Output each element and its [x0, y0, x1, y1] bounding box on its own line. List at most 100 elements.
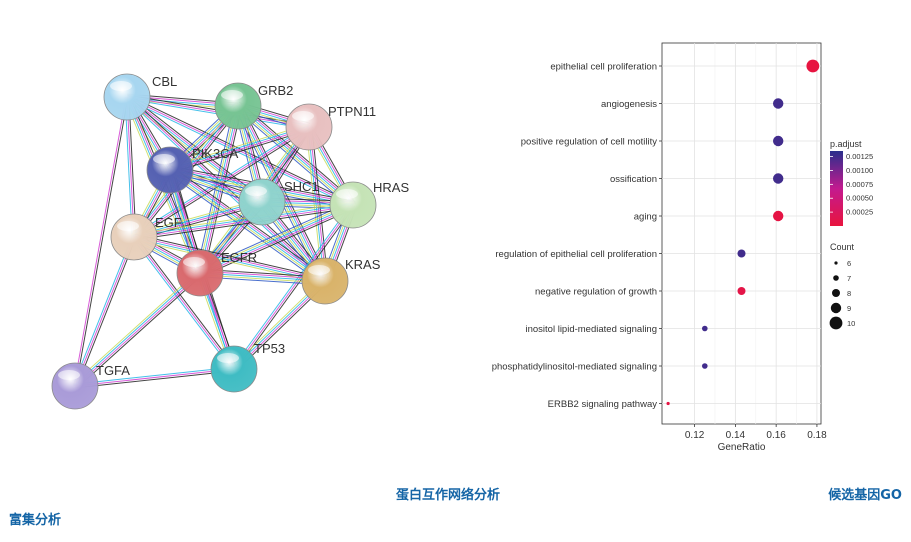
network-edge — [74, 366, 234, 385]
node-cbl[interactable]: CBL — [103, 73, 177, 121]
color-legend-label: 0.00050 — [846, 194, 873, 203]
network-edge — [134, 205, 354, 239]
network-edge — [133, 236, 235, 370]
node-label: CBL — [152, 74, 177, 89]
network-edge — [238, 104, 355, 204]
node-sphere — [214, 82, 262, 130]
node-grb2[interactable]: GRB2 — [214, 82, 293, 130]
size-legend-title: Count — [830, 242, 855, 252]
network-edge — [134, 207, 354, 241]
node-ptpn11[interactable]: PTPN11 — [285, 103, 376, 151]
node-label: PIK3CA — [192, 146, 239, 161]
node-kras[interactable]: KRAS — [301, 257, 381, 305]
network-edge — [232, 203, 352, 369]
node-highlight — [58, 370, 80, 380]
x-tick-label: 0.14 — [726, 430, 746, 441]
node-pik3ca[interactable]: PIK3CA — [146, 146, 239, 194]
data-point — [666, 401, 670, 406]
node-label: HRAS — [373, 180, 409, 195]
network-edge — [133, 239, 325, 285]
network-edge — [72, 236, 133, 386]
node-highlight — [117, 221, 139, 231]
node-highlight — [183, 257, 205, 267]
color-legend-bar — [830, 151, 843, 226]
data-point — [772, 98, 784, 109]
data-point — [702, 325, 708, 332]
network-edge — [134, 235, 326, 281]
node-sphere — [110, 213, 158, 261]
network-edge — [168, 171, 325, 283]
data-point — [772, 210, 784, 222]
network-edge — [133, 203, 353, 237]
network-caption: 蛋白互作网络分析 — [396, 488, 501, 503]
network-edge — [169, 169, 326, 282]
size-legend-dot — [830, 302, 842, 314]
data-point — [737, 249, 746, 258]
y-tick-label: positive regulation of cell motility — [521, 137, 657, 148]
x-tick-label: 0.12 — [685, 430, 705, 441]
node-highlight — [308, 265, 330, 275]
data-point — [772, 135, 784, 147]
node-highlight — [110, 81, 132, 91]
node-egfr[interactable]: EGFR — [176, 249, 257, 297]
data-point — [772, 173, 784, 184]
network-edge — [199, 202, 353, 272]
network-edge — [167, 172, 324, 285]
node-label: SHC1 — [284, 179, 319, 194]
node-highlight — [153, 154, 175, 164]
network-edge — [233, 204, 354, 370]
size-legend-label: 8 — [847, 289, 851, 298]
node-sphere — [103, 73, 151, 121]
network-edge — [235, 205, 355, 371]
y-tick-label: ERBB2 signaling pathway — [548, 399, 658, 410]
data-point — [702, 363, 708, 369]
node-highlight — [336, 189, 358, 199]
size-legend-dot — [829, 316, 843, 330]
node-label: TP53 — [254, 341, 285, 356]
network-edge — [75, 273, 201, 388]
network-edge — [74, 271, 200, 386]
size-legend-label: 7 — [847, 274, 851, 283]
node-tp53[interactable]: TP53 — [210, 341, 285, 393]
node-sphere — [301, 257, 349, 305]
node-sphere — [285, 103, 333, 151]
data-point — [737, 287, 746, 295]
node-sphere — [238, 178, 286, 226]
network-edge — [170, 168, 327, 280]
network-edge — [76, 274, 203, 389]
node-sphere — [176, 249, 224, 297]
network-edge — [169, 123, 309, 168]
network-edge — [170, 127, 310, 172]
network-edge — [240, 102, 356, 203]
size-legend-label: 9 — [847, 304, 851, 313]
node-label: TGFA — [96, 363, 130, 378]
x-axis-label: GeneRatio — [718, 442, 766, 453]
network-edge — [133, 201, 353, 235]
network-edge — [200, 206, 354, 276]
y-tick-label: epithelial cell proliferation — [550, 62, 657, 73]
network-edge — [133, 237, 325, 283]
color-legend-label: 0.00100 — [846, 166, 873, 175]
node-shc1[interactable]: SHC1 — [238, 178, 319, 226]
node-hras[interactable]: HRAS — [329, 180, 409, 229]
node-sphere — [146, 146, 194, 194]
x-tick-label: 0.16 — [766, 430, 786, 441]
color-legend-label: 0.00125 — [846, 152, 873, 161]
node-egf[interactable]: EGF — [110, 213, 182, 261]
network-edge — [305, 127, 323, 282]
y-tick-label: angiogenesis — [601, 99, 657, 110]
node-highlight — [245, 186, 267, 196]
size-legend-dot — [833, 275, 839, 281]
network-edge — [134, 233, 326, 279]
size-legend-label: 10 — [847, 319, 855, 328]
network-edge — [135, 235, 236, 369]
node-label: EGF — [155, 215, 182, 230]
node-highlight — [292, 111, 314, 121]
network-edge — [132, 237, 233, 371]
network-edge — [74, 368, 235, 387]
network-edge — [237, 105, 354, 206]
color-legend-label: 0.00025 — [846, 208, 873, 217]
node-tgfa[interactable]: TGFA — [51, 362, 130, 410]
